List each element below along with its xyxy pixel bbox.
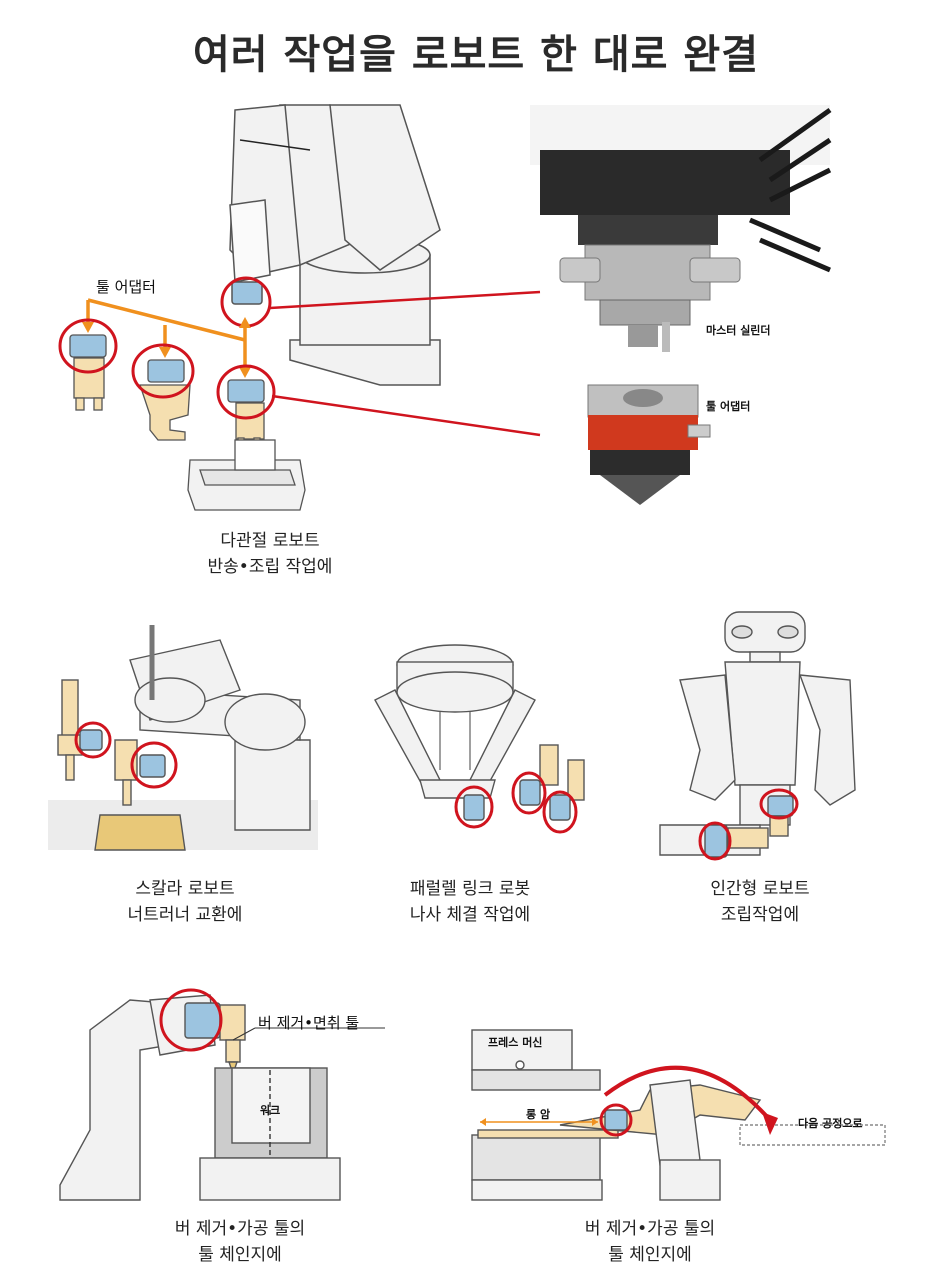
- scara-highlight-2: [130, 741, 178, 789]
- master-cylinder-photo: [530, 105, 832, 352]
- parallel-highlight-2: [511, 771, 547, 815]
- articulated-caption-line2: 반송•조립 작업에: [207, 557, 333, 577]
- humanoid-caption: 인간형 로보트 조립작업에: [660, 876, 860, 928]
- deburr-caption-line1: 버 제거•가공 툴의: [174, 1219, 306, 1239]
- next-process-label: 다음 공정으로: [798, 1117, 863, 1130]
- scara-robot: [48, 625, 318, 851]
- parallel-caption-line1: 패럴렐 링크 로봇: [409, 879, 531, 899]
- articulated-caption-line1: 다관절 로보트: [220, 531, 320, 551]
- photo-tool-adapter-label: 툴 어댑터: [706, 400, 751, 413]
- press-caption-line2: 툴 체인지에: [608, 1245, 692, 1265]
- work-label: 워크: [260, 1104, 281, 1117]
- scara-caption-line1: 스칼라 로보트: [135, 879, 235, 899]
- humanoid-highlight-1: [698, 821, 732, 861]
- parallel-caption-line2: 나사 체결 작업에: [409, 905, 531, 925]
- tool-3-gripper: [187, 379, 306, 511]
- scara-caption-line2: 너트러너 교환에: [127, 905, 243, 925]
- articulated-robot: [229, 104, 441, 386]
- press-caption: 버 제거•가공 툴의 툴 체인지에: [550, 1216, 750, 1268]
- humanoid-caption-line1: 인간형 로보트: [710, 879, 810, 899]
- tool-3-highlight: [216, 364, 276, 420]
- parallel-highlight-1: [454, 785, 494, 829]
- press-machine-label: 프레스 머신: [488, 1036, 543, 1049]
- long-arm-label: 롱 암: [526, 1108, 551, 1121]
- humanoid-robot: [659, 611, 856, 858]
- deburr-caption: 버 제거•가공 툴의 툴 체인지에: [140, 1216, 340, 1268]
- tool-1-gripper: [69, 334, 107, 411]
- master-cylinder-label: 마스터 실린더: [706, 324, 771, 337]
- press-caption-line1: 버 제거•가공 툴의: [584, 1219, 716, 1239]
- press-machine: [471, 1029, 619, 1201]
- parallel-highlight-3: [542, 790, 578, 834]
- tool-adapter-photo: [587, 384, 711, 505]
- deburr-robot: [59, 994, 385, 1201]
- press-highlight: [599, 1103, 633, 1137]
- tool-2-gripper: [139, 359, 191, 441]
- tool-2-highlight: [131, 343, 195, 399]
- deburr-tool-label: 버 제거•면취 툴: [258, 1014, 360, 1032]
- deburr-caption-line2: 툴 체인지에: [198, 1245, 282, 1265]
- parallel-link-robot: [374, 644, 585, 821]
- next-process-arrow: [603, 1065, 772, 1122]
- tool-1-highlight: [58, 318, 118, 374]
- humanoid-highlight-2: [759, 788, 799, 820]
- scara-highlight-1: [74, 721, 112, 759]
- parallel-caption: 패럴렐 링크 로봇 나사 체결 작업에: [370, 876, 570, 928]
- long-arm-robot: [559, 1079, 886, 1201]
- scara-caption: 스칼라 로보트 너트러너 교환에: [85, 876, 285, 928]
- page-title: 여러 작업을 로보트 한 대로 완결: [192, 32, 760, 78]
- deburr-highlight: [159, 988, 223, 1052]
- tool-adapter-label: 툴 어댑터: [96, 278, 156, 296]
- articulated-caption: 다관절 로보트 반송•조립 작업에: [170, 528, 370, 580]
- humanoid-caption-line2: 조립작업에: [720, 905, 800, 925]
